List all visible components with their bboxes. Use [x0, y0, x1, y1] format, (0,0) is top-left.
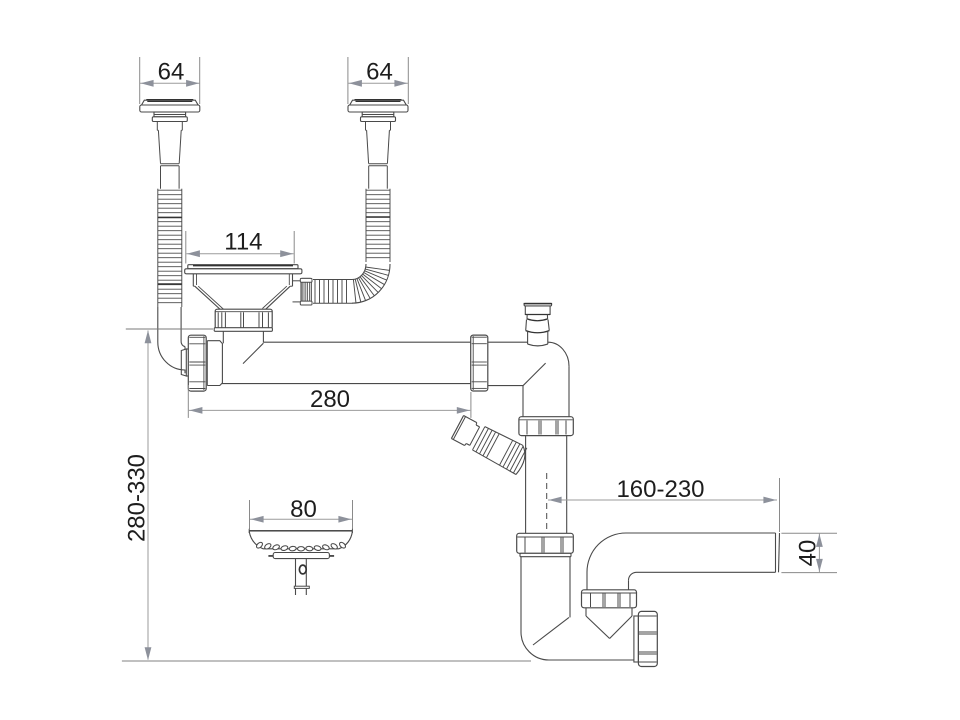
svg-text:40: 40	[795, 540, 822, 567]
svg-text:280-330: 280-330	[124, 454, 151, 542]
svg-text:114: 114	[224, 229, 262, 256]
svg-text:80: 80	[290, 496, 317, 523]
svg-text:64: 64	[366, 59, 393, 86]
svg-text:160-230: 160-230	[616, 476, 704, 503]
svg-text:64: 64	[158, 59, 185, 86]
svg-text:280: 280	[310, 386, 350, 413]
